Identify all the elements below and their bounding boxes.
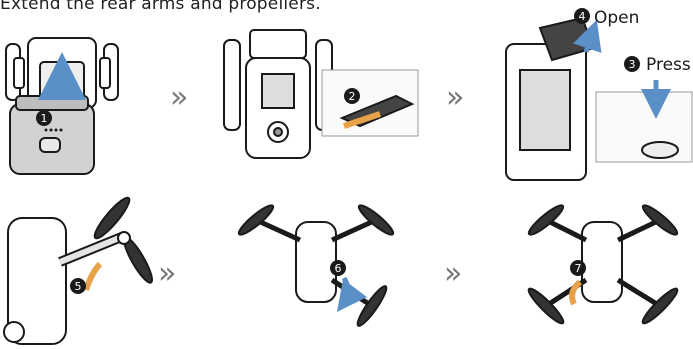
panel-open-cover	[506, 18, 692, 180]
next-arrow-4: »	[444, 256, 462, 291]
svg-text:3: 3	[629, 58, 636, 71]
next-arrow-1: »	[170, 80, 188, 115]
next-arrow-3: »	[158, 256, 176, 291]
next-arrow-2: »	[446, 80, 464, 115]
svg-text:2: 2	[349, 90, 356, 103]
step-badge-6: 6	[330, 260, 346, 276]
panel-all-arms	[525, 202, 680, 326]
press-label: Press	[646, 55, 691, 75]
svg-text:6: 6	[335, 262, 342, 275]
unfold-arrow-5	[86, 264, 100, 290]
open-label: Open	[594, 8, 639, 28]
step-badge-5: 5	[70, 278, 86, 294]
step-badge-7: 7	[570, 260, 586, 276]
panel-front-arm	[236, 202, 396, 328]
unfold-arrow-7	[572, 282, 580, 304]
panel-battery-insert	[6, 38, 118, 174]
step-badge-4: 4	[574, 8, 590, 24]
svg-text:7: 7	[575, 262, 582, 275]
panel-rear-arm	[4, 194, 156, 344]
step-badge-1: 1	[36, 110, 52, 126]
step-badge-3: 3	[624, 56, 640, 72]
svg-text:4: 4	[579, 10, 586, 23]
panel-bottom-view	[224, 30, 418, 158]
svg-text:1: 1	[41, 112, 48, 125]
svg-text:5: 5	[75, 280, 82, 293]
step-badge-2: 2	[344, 88, 360, 104]
